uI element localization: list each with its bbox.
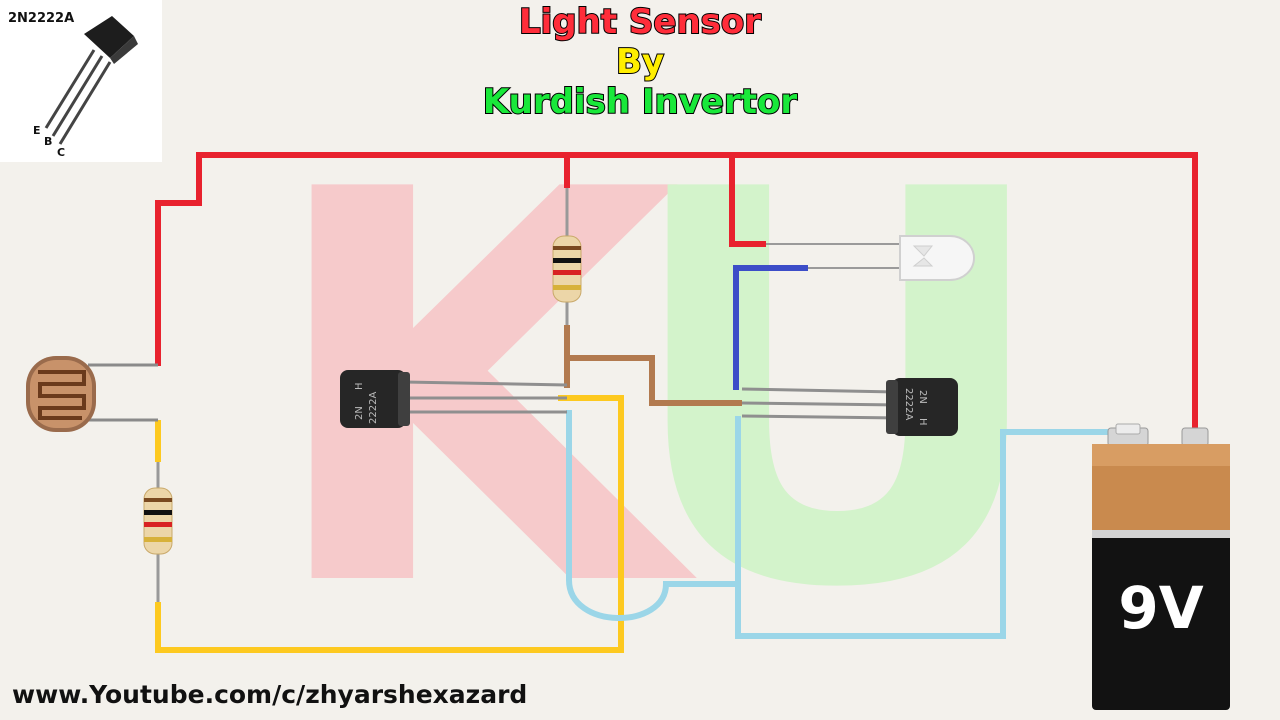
- led: [766, 235, 975, 281]
- wire-positive-rail: [155, 152, 1198, 432]
- transistor-right: 2N 2222A H: [741, 378, 958, 436]
- title-line-1: Light Sensor: [518, 1, 762, 43]
- battery-label: 9V: [1118, 574, 1203, 642]
- channel-url: www.Youtube.com/c/zhyarshexazard: [12, 680, 528, 709]
- resistor-top: [552, 188, 582, 325]
- transistor-left-marking-3: H: [354, 382, 365, 390]
- transistor-right-marking-1: 2N: [917, 390, 928, 404]
- photoresistor: [26, 356, 158, 432]
- wire-led-to-collector: [733, 265, 808, 390]
- title-line-3: Kurdish Invertor: [482, 81, 798, 123]
- title-line-2: By: [615, 41, 665, 83]
- wire-ldr-base: [155, 395, 624, 653]
- battery-9v: 9V: [1092, 423, 1230, 710]
- transistor-left-marking-2: 2222A: [368, 392, 379, 424]
- wire-ground-return: [735, 416, 1112, 639]
- transistor-left: 2N 2222A H: [340, 370, 568, 428]
- pinout-inset: 2N2222A E B C: [0, 0, 162, 162]
- inset-pin-b: B: [44, 135, 52, 148]
- inset-pin-c: C: [57, 146, 65, 159]
- transistor-right-marking-3: H: [917, 418, 928, 426]
- wire-base-link: [564, 325, 742, 406]
- watermark-letter-k: K: [262, 78, 701, 706]
- wire-ground-jumper: [566, 579, 738, 621]
- wire-positive-to-led: [729, 155, 766, 247]
- transistor-left-marking-1: 2N: [354, 406, 365, 420]
- inset-part-number: 2N2222A: [8, 11, 74, 26]
- transistor-right-marking-2: 2222A: [903, 388, 914, 420]
- inset-transistor-icon: [44, 16, 138, 145]
- resistor-bottom: [143, 462, 173, 602]
- inset-pin-e: E: [33, 124, 41, 137]
